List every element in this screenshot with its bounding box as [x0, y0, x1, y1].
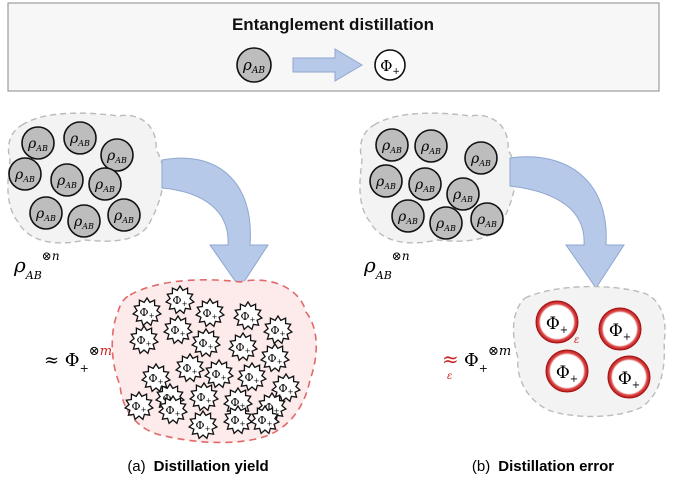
phi-plus-state: Φ+ [187, 409, 219, 440]
phi-plus-state: Φ+ [194, 297, 226, 328]
rho-ab-state: ρAB [464, 141, 498, 175]
output-state-ball: Φ+ [374, 49, 406, 81]
noisy-output-state: Φ+ ε [535, 300, 579, 346]
phi-plus-state: Φ+ [188, 381, 220, 412]
caption-a: (a) Distillation yield [127, 458, 268, 475]
rho-ab-state: ρAB [107, 198, 141, 232]
phi-plus-state: Φ+ [131, 296, 163, 327]
phi-plus-state: Φ+ [270, 372, 302, 403]
rho-ab-state: ρAB [446, 177, 480, 211]
caption-a-label: (a) [127, 458, 145, 475]
phi-plus-state: Φ+ [128, 324, 160, 355]
phi-plus-state: Φ+ [190, 327, 222, 358]
output-states-b: Φ+ ε Φ+ Φ+ Φ+ [535, 300, 651, 399]
noisy-output-state: Φ+ [607, 355, 651, 399]
phi-plus-state: Φ+ [249, 404, 281, 435]
phi-plus-state: Φ+ [164, 284, 196, 315]
approx-epsilon-symbol: ≈ [442, 347, 459, 371]
phi-plus-state: Φ+ [157, 394, 189, 425]
phi-plus-state: Φ+ [140, 362, 172, 393]
caption-b-label: (b) [472, 458, 490, 475]
output-cloud-b [512, 285, 666, 418]
rho-ab-state: ρAB [470, 202, 504, 236]
phi-plus-state: Φ+ [222, 404, 254, 435]
rho-ab-state: ρAB [369, 164, 403, 198]
rho-ab-state: ρAB [29, 196, 63, 230]
error-epsilon-label: ε [574, 335, 579, 346]
phi-plus-state: Φ+ [262, 314, 294, 345]
rho-ab-state: ρAB [414, 129, 448, 163]
caption-a-title: Distillation yield [154, 458, 269, 475]
arrow-a [161, 157, 269, 289]
noisy-output-state: Φ+ [545, 349, 589, 393]
phi-plus-state: Φ+ [123, 390, 155, 421]
phi-plus-state: Φ+ [236, 361, 268, 392]
rho-ab-state: ρAB [429, 206, 463, 240]
output-expression-b: ≈ ε Φ+⊗m [442, 344, 511, 382]
caption-b: (b) Distillation error [472, 458, 614, 475]
noisy-output-state: Φ+ [598, 307, 642, 351]
rho-ab-state: ρAB [408, 167, 442, 201]
svg-text:Φ+⊗m: Φ+⊗m [464, 344, 511, 375]
rho-ab-state: ρAB [375, 128, 409, 162]
rho-ab-state: ρAB [50, 163, 84, 197]
rho-ab-state: ρAB [100, 138, 134, 172]
header-box: Entanglement distillation ρAB Φ+ [7, 2, 660, 92]
arrow-b [509, 156, 625, 289]
rho-ab-state: ρAB [88, 167, 122, 201]
caption-b-title: Distillation error [498, 458, 614, 475]
header-title: Entanglement distillation [232, 15, 434, 34]
output-states-a: Φ+Φ+Φ+Φ+Φ+Φ+Φ+Φ+Φ+Φ+Φ+Φ+Φ+Φ+Φ+Φ+Φ+Φ+Φ+Φ+… [123, 284, 302, 440]
rho-ab-state: ρAB [8, 157, 42, 191]
phi-plus-state: Φ+ [227, 331, 259, 362]
rho-ab-state: ρAB [391, 199, 425, 233]
output-expression-a: ≈ Φ+⊗m [44, 344, 112, 375]
phi-plus-state: Φ+ [174, 352, 206, 383]
phi-plus-state: Φ+ [162, 314, 194, 345]
phi-plus-state: Φ+ [259, 342, 291, 373]
input-state-ball: ρAB [236, 47, 272, 83]
input-copies-a: ρAB⊗n [13, 249, 60, 282]
phi-plus-state: Φ+ [232, 300, 264, 331]
approx-epsilon-subscript: ε [447, 371, 452, 382]
rho-ab-state: ρAB [67, 204, 101, 238]
rho-ab-state: ρAB [63, 121, 97, 155]
input-copies-b: ρAB⊗n [363, 249, 410, 282]
header-arrow [292, 48, 363, 82]
phi-plus-state: Φ+ [203, 358, 235, 389]
rho-ab-state: ρAB [21, 126, 55, 160]
